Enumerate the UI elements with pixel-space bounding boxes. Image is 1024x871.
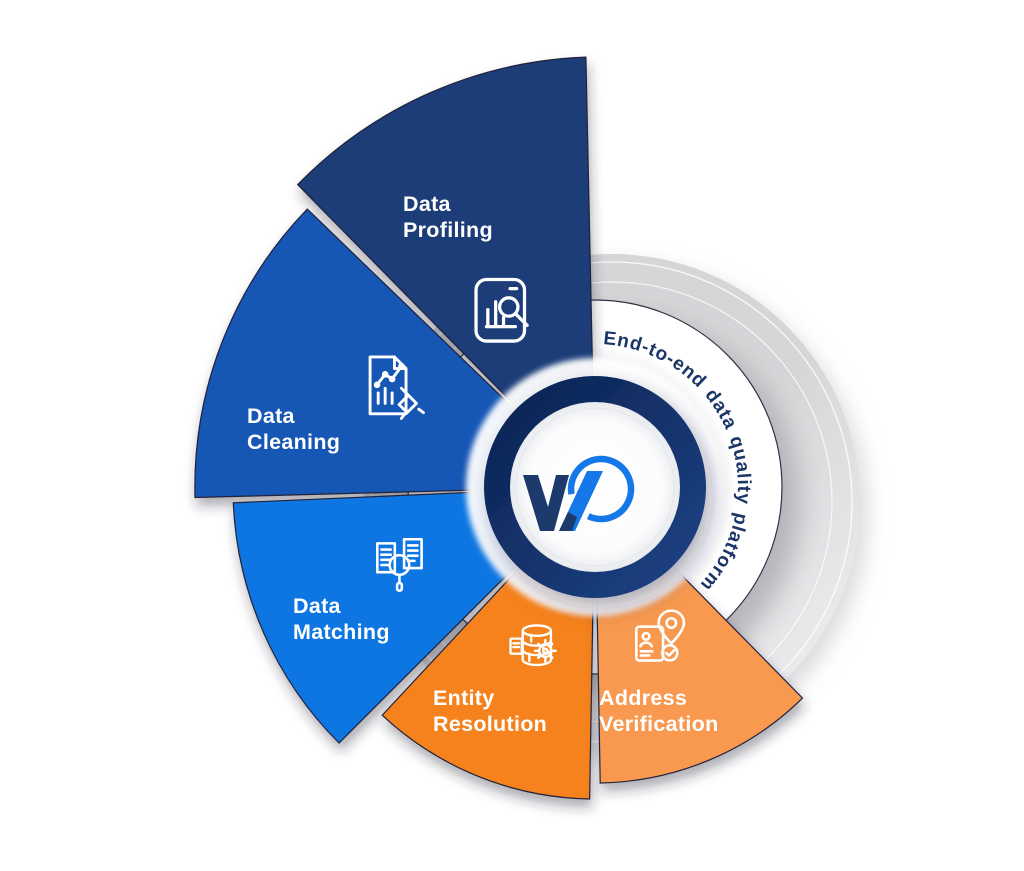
id-card-location-check-icon <box>635 609 686 662</box>
label-line: Data <box>247 404 295 428</box>
database-gear-document-icon <box>509 624 557 667</box>
document-chart-brush-icon <box>368 355 425 420</box>
label-line: Address <box>599 686 688 710</box>
label-line: Entity <box>433 686 495 710</box>
w-logo <box>523 455 635 531</box>
label-line: Data <box>293 594 341 618</box>
label-line: Cleaning <box>247 430 341 454</box>
label-line: Verification <box>599 712 719 736</box>
label-data-cleaning: Data Cleaning <box>247 403 340 455</box>
hub-inner-ring-line <box>515 407 675 567</box>
w-logo-notch <box>559 512 577 531</box>
center-hub <box>466 358 724 616</box>
label-data-profiling: Data Profiling <box>403 191 493 243</box>
wedge-data-profiling <box>296 56 596 489</box>
w-logo-left <box>523 475 569 531</box>
label-line: Resolution <box>433 712 548 736</box>
label-line: Data <box>403 192 451 216</box>
w-logo-arc <box>567 455 635 523</box>
label-line: Matching <box>293 620 390 644</box>
documents-magnifier-icon <box>376 537 423 593</box>
label-address-verification: Address Verification <box>599 685 719 737</box>
label-entity-resolution: Entity Resolution <box>433 685 547 737</box>
label-line: Profiling <box>403 218 493 242</box>
label-data-matching: Data Matching <box>293 593 390 645</box>
report-scroll-magnifier-icon <box>474 277 529 343</box>
